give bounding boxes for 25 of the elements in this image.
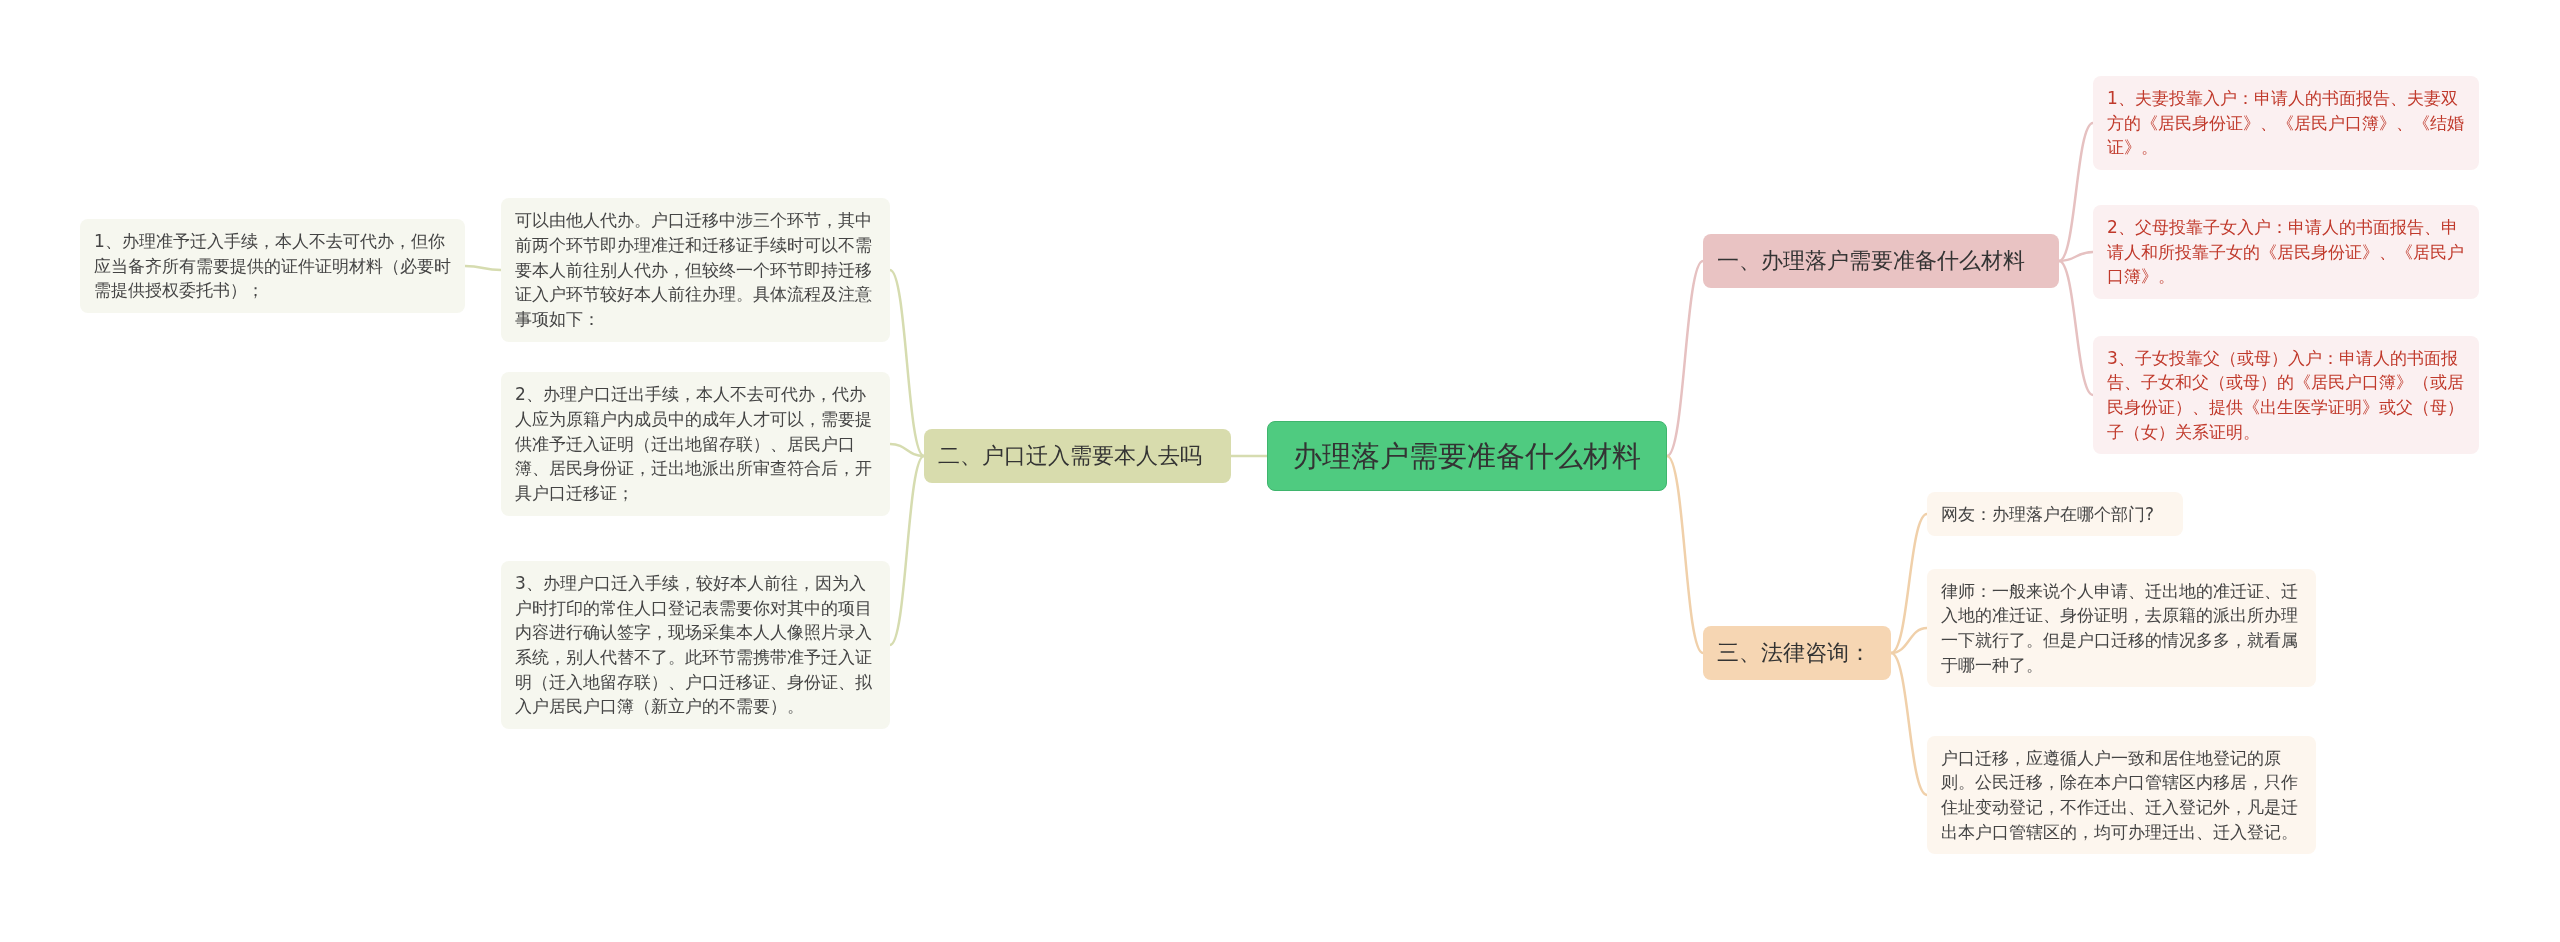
branch-topic: 一、办理落户需要准备什么材料 — [1703, 234, 2059, 288]
connector-line — [889, 269, 925, 457]
connector-line — [2058, 259, 2094, 397]
branch-topic: 二、户口迁入需要本人去吗 — [924, 429, 1231, 483]
connector-line — [464, 264, 502, 272]
note-card: 3、办理户口迁入手续，较好本人前往，因为入户时打印的常住人口登记表需要你对其中的项目内容进行确认签字，现场采集本人人像照片录入系统，别人代替不了。此环节需携带准予迁入证明（迁入地留存联）、户口迁移证、身份证、拟入户居民户口簿（新立户的不需要）。 — [501, 561, 890, 729]
note-card: 1、夫妻投靠入户：申请人的书面报告、夫妻双方的《居民身份证》、《居民户口簿》、《结婚证》。 — [2093, 76, 2479, 170]
note-card: 可以由他人代办。户口迁移中涉三个环节，其中前两个环节即办理准迁和迁移证手续时可以不需要本人前往别人代办，但较终一个环节即持迁移证入户环节较好本人前往办理。具体流程及注意事项如下： — [501, 198, 890, 342]
note-card: 3、子女投靠父（或母）入户：申请人的书面报告、子女和父（或母）的《居民户口簿》（或居民身份证）、提供《出生医学证明》或父（母）子（女）关系证明。 — [2093, 335, 2479, 455]
connector-line — [1231, 454, 1267, 458]
connector-line — [2058, 121, 2094, 263]
note-card: 网友：办理落户在哪个部门? — [1927, 491, 2183, 537]
connector-line — [889, 455, 925, 646]
note-card: 律师：一般来说个人申请、迁出地的准迁证、迁入地的准迁证、身份证明，去原籍的派出所办理一下就行了。但是户口迁移的情况多多，就看属于哪一种了。 — [1927, 568, 2316, 688]
note-card: 户口迁移，应遵循人户一致和居住地登记的原则。公民迁移，除在本户口管辖区内移居，只作住址变动登记，不作迁出、迁入登记外，凡是迁出本户口管辖区的，均可办理迁出、迁入登记。 — [1927, 735, 2316, 855]
connector-line — [889, 442, 925, 458]
connector-line — [1666, 455, 1704, 654]
connector-line — [1666, 260, 1704, 457]
note-card: 1、办理准予迁入手续，本人不去可代办，但你应当备齐所有需要提供的证件证明材料（必要时需提供授权委托书）； — [80, 219, 465, 313]
central-topic: 办理落户需要准备什么材料 — [1267, 420, 1667, 492]
note-card: 2、父母投靠子女入户：申请人的书面报告、申请人和所投靠子女的《居民身份证》、《居民户口簿》。 — [2093, 205, 2479, 299]
note-card: 2、办理户口迁出手续，本人不去可代办，代办人应为原籍户内成员中的成年人才可以，需要提供准予迁入证明（迁出地留存联）、居民户口簿、居民身份证，迁出地派出所审查符合后，开具户口迁移证； — [501, 372, 890, 516]
connector-line — [1890, 512, 1928, 655]
connector-line — [1890, 651, 1928, 797]
branch-topic: 三、法律咨询： — [1703, 626, 1891, 680]
